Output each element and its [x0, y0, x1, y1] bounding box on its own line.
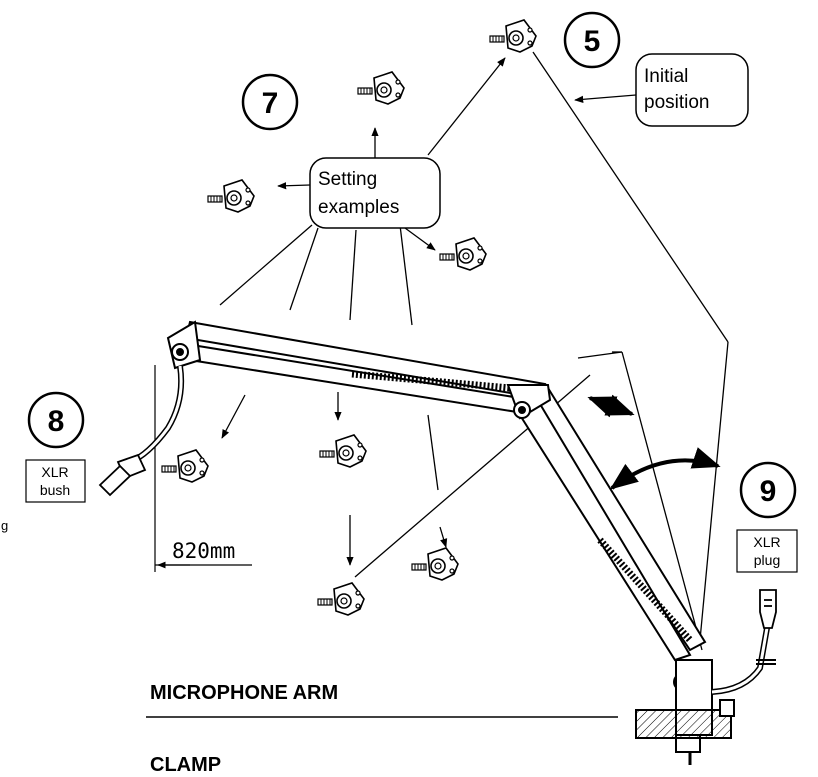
mic-position-bottom-right	[411, 547, 459, 581]
setting-examples-label: Setting examples	[309, 157, 441, 229]
xlr-plug-label: XLR plug	[736, 529, 798, 573]
microphone-arm	[166, 320, 707, 691]
initial-position-label: Initial position	[635, 53, 749, 127]
svg-text:XLR: XLR	[41, 464, 68, 480]
xlr-bush-connector	[98, 453, 147, 497]
svg-text:5: 5	[584, 25, 601, 58]
cables	[128, 365, 776, 695]
dimension-label: 820mm	[172, 539, 235, 563]
clamp	[635, 659, 735, 765]
svg-text:plug: plug	[754, 552, 780, 568]
mic-position-lower-mid	[319, 434, 367, 468]
mic-position-lower-left	[161, 449, 209, 483]
svg-text:position: position	[644, 92, 710, 113]
mic-position-bottom-mid	[317, 582, 365, 616]
mic-position-right	[439, 237, 487, 271]
xlr-bush-label: XLR bush	[25, 459, 86, 503]
svg-text:Setting: Setting	[318, 169, 377, 190]
svg-text:Initial: Initial	[644, 66, 688, 87]
xlr-plug-connector	[759, 589, 777, 629]
svg-text:7: 7	[262, 87, 279, 120]
mic-position-upper	[357, 71, 405, 105]
angle-arrows	[587, 394, 721, 490]
clamp-title: CLAMP	[150, 754, 222, 776]
svg-text:8: 8	[48, 405, 65, 438]
callout-5: 5	[563, 11, 621, 69]
stray-text-fragment: g	[1, 518, 9, 533]
callout-9: 9	[739, 461, 797, 519]
svg-text:examples: examples	[318, 197, 399, 218]
mic-position-left	[207, 179, 255, 213]
microphone-arm-title: MICROPHONE ARM	[150, 682, 339, 704]
callout-7: 7	[241, 73, 299, 131]
callout-8: 8	[27, 391, 85, 449]
svg-text:9: 9	[760, 475, 777, 508]
svg-text:XLR: XLR	[753, 534, 780, 550]
svg-text:bush: bush	[40, 482, 70, 498]
dimension-820mm	[154, 365, 252, 572]
mic-position-top-initial	[489, 19, 537, 53]
